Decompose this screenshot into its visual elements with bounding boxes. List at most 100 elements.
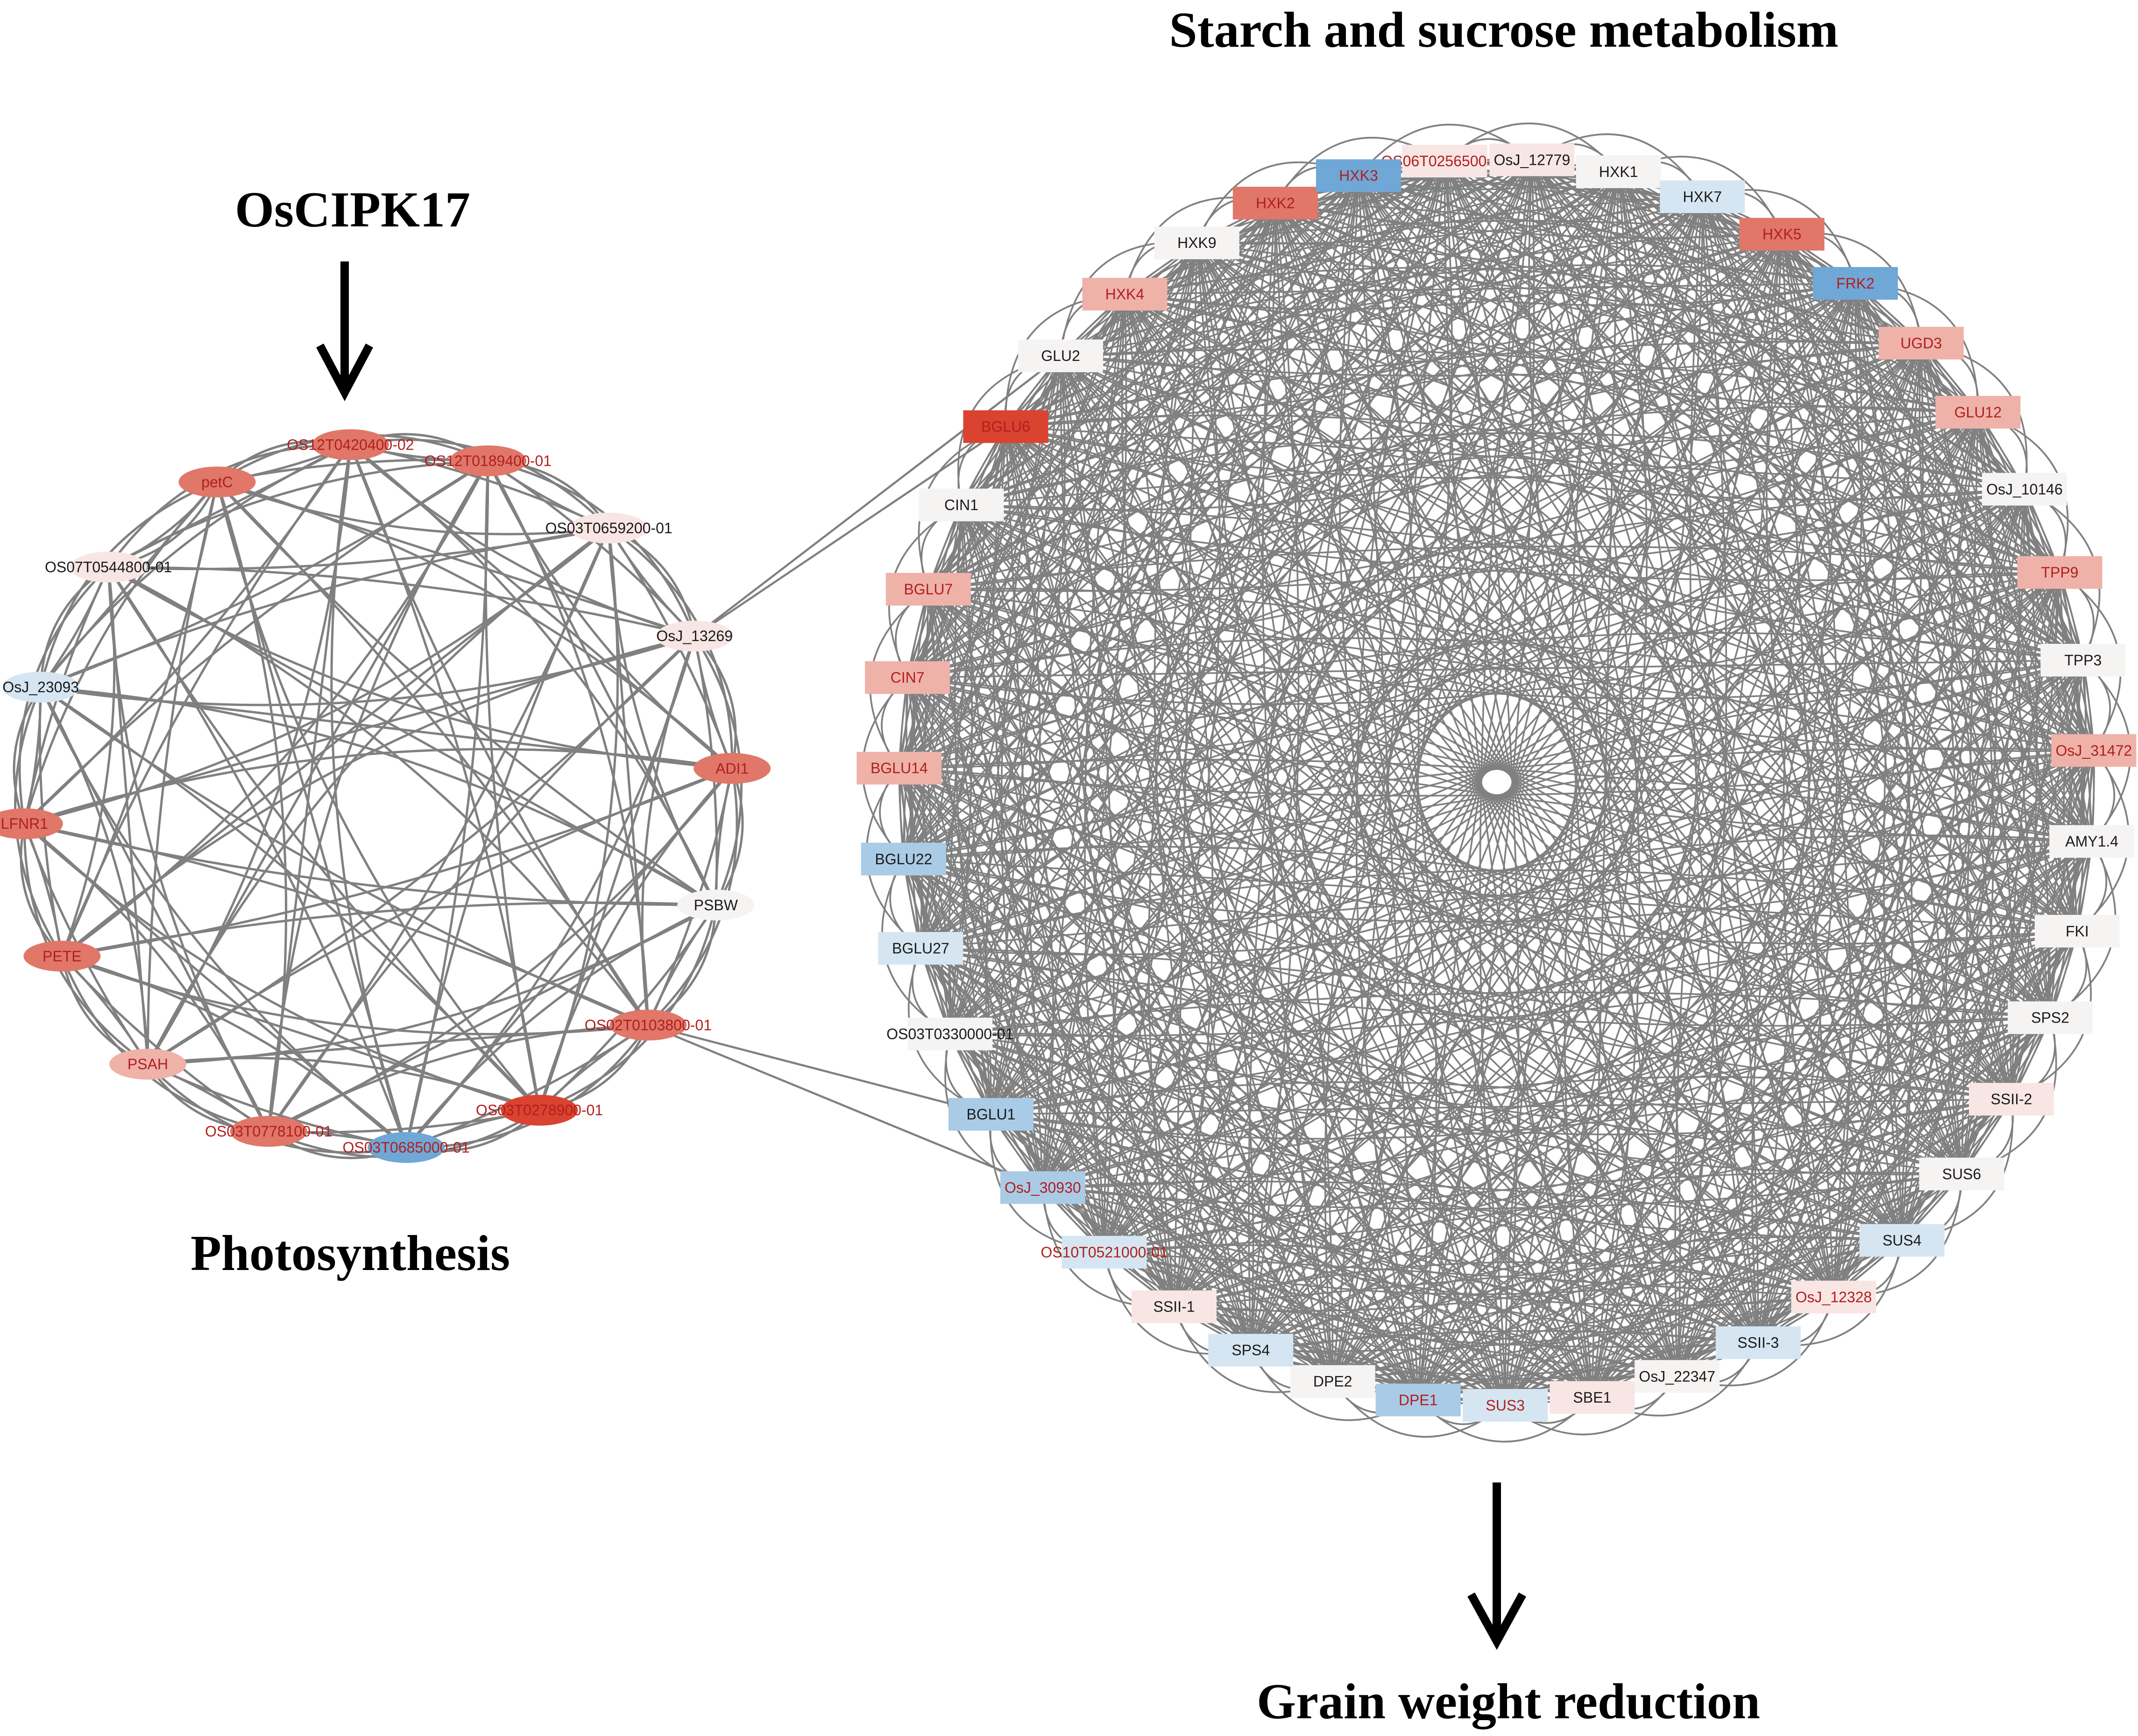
node-shape bbox=[885, 572, 971, 606]
node-shape bbox=[70, 551, 147, 583]
network-edge bbox=[992, 426, 1105, 1253]
node-bglu1: BGLU1 bbox=[948, 1098, 1034, 1131]
network-edge bbox=[1274, 203, 1506, 1406]
node-ssii-3: SSII-3 bbox=[1715, 1326, 1801, 1359]
node-label: DPE2 bbox=[1313, 1373, 1352, 1390]
node-dpe1: DPE1 bbox=[1375, 1383, 1461, 1417]
network-edge bbox=[949, 1033, 1419, 1401]
network-edge bbox=[1676, 343, 1922, 1377]
network-edge bbox=[1248, 175, 1359, 1350]
network-edge bbox=[1060, 355, 2094, 752]
node-osj-23093: OsJ_23093 bbox=[2, 671, 79, 703]
node-label: OS12T0420400-02 bbox=[287, 436, 414, 453]
node-cin1: CIN1 bbox=[919, 488, 1004, 522]
node-sus6: SUS6 bbox=[1919, 1157, 2004, 1191]
node-glu12: GLU12 bbox=[1935, 395, 2021, 429]
network-edge bbox=[1104, 1251, 1834, 1298]
node-os03t0778100-01: OS03T0778100-01 bbox=[205, 1116, 332, 1147]
node-label: OS03T0685000-01 bbox=[343, 1139, 470, 1156]
network-edge bbox=[1060, 348, 1978, 413]
node-tpp9: TPP9 bbox=[2017, 556, 2103, 589]
network-edge bbox=[991, 659, 2083, 1115]
node-shape bbox=[1082, 278, 1168, 311]
node-label: OS03T0330000-01 bbox=[886, 1026, 1013, 1043]
node-label: OS03T0778100-01 bbox=[205, 1123, 332, 1140]
network-edge bbox=[1358, 175, 2025, 490]
network-edge bbox=[1676, 750, 2095, 1377]
network-edge bbox=[1124, 293, 2012, 1100]
network-edge bbox=[1332, 749, 2095, 1382]
network-edge bbox=[1196, 242, 2083, 661]
network-edge bbox=[1005, 426, 1593, 1398]
node-label: SSII-3 bbox=[1737, 1334, 1779, 1351]
node-sps2: SPS2 bbox=[2008, 1001, 2093, 1034]
network-edge bbox=[1005, 196, 1703, 428]
network-edge bbox=[1358, 175, 1678, 1377]
node-hxk9: HXK9 bbox=[1154, 226, 1239, 260]
node-bglu14: BGLU14 bbox=[857, 752, 942, 785]
network-edge bbox=[1174, 1239, 1902, 1308]
network-edge bbox=[1417, 234, 1783, 1400]
node-osj-31472: OsJ_31472 bbox=[2051, 734, 2137, 767]
node-shape bbox=[963, 410, 1048, 443]
node-shape bbox=[1463, 1389, 1548, 1422]
node-label: LFNR1 bbox=[1, 815, 48, 832]
node-shape bbox=[2040, 643, 2126, 677]
arrow-grain-weight-head bbox=[1467, 1592, 1526, 1650]
node-ssii-1: SSII-1 bbox=[1131, 1290, 1217, 1323]
node-shape bbox=[2051, 734, 2137, 767]
network-edge bbox=[1358, 175, 2078, 932]
node-fki: FKI bbox=[2034, 915, 2120, 948]
network-loop-edge bbox=[1358, 124, 1533, 176]
network-edge bbox=[1125, 282, 1855, 295]
network-edge bbox=[1274, 203, 1437, 1400]
network-edge bbox=[1358, 175, 2012, 1100]
network-edge bbox=[903, 203, 1276, 860]
network-edge bbox=[899, 572, 2060, 769]
node-label: BGLU6 bbox=[981, 418, 1030, 435]
network-edge bbox=[949, 749, 2094, 1035]
node-label: ADI1 bbox=[715, 760, 749, 777]
node-shape bbox=[907, 1017, 993, 1051]
node-psah: PSAH bbox=[109, 1049, 186, 1080]
node-bglu7: BGLU7 bbox=[885, 572, 971, 606]
arrow-grain-weight bbox=[1467, 1482, 1526, 1650]
node-ugd3: UGD3 bbox=[1878, 326, 1964, 360]
node-osj-10146: OsJ_10146 bbox=[1982, 473, 2067, 506]
node-label: OsJ_10146 bbox=[1986, 481, 2063, 498]
node-label: TPP3 bbox=[2064, 652, 2102, 669]
network-edge bbox=[1358, 175, 1978, 413]
network-edge bbox=[1274, 202, 2051, 1018]
node-label: BGLU27 bbox=[892, 940, 949, 957]
network-edge bbox=[906, 242, 1198, 678]
network-edge bbox=[949, 356, 1066, 1035]
node-label: SSII-1 bbox=[1154, 1298, 1195, 1315]
network-edge bbox=[961, 504, 1419, 1400]
network-edge bbox=[1332, 840, 2093, 1383]
network-edge bbox=[1000, 355, 1062, 1188]
network-edge bbox=[1504, 572, 2060, 1406]
network-edge bbox=[906, 426, 1007, 678]
heading-oscipk17: OsCIPK17 bbox=[235, 182, 470, 238]
network-edge bbox=[920, 175, 1359, 949]
network-edge bbox=[1274, 202, 2095, 751]
network-edge bbox=[1262, 203, 1334, 1382]
node-shape bbox=[1375, 1383, 1461, 1417]
network-loop-edge bbox=[715, 768, 744, 906]
node-label: AMY1.4 bbox=[2065, 833, 2118, 850]
network-edge bbox=[961, 504, 1903, 1241]
network-edge bbox=[1274, 203, 1903, 1241]
network-edge bbox=[107, 566, 649, 1026]
cross-edge-layer bbox=[648, 355, 1062, 1189]
network-edge bbox=[949, 1033, 1593, 1398]
node-label: SPS4 bbox=[1232, 1342, 1270, 1359]
network-edge bbox=[1358, 175, 1922, 344]
node-label: GLU2 bbox=[1041, 347, 1080, 364]
node-os12t0189400-01: OS12T0189400-01 bbox=[425, 445, 552, 476]
network-edge bbox=[1196, 242, 1922, 344]
node-hxk2: HXK2 bbox=[1232, 186, 1318, 219]
network-edge bbox=[1104, 1098, 2012, 1253]
node-label: PSBW bbox=[694, 896, 738, 913]
node-shape bbox=[570, 512, 648, 543]
network-edge bbox=[899, 767, 1506, 1406]
